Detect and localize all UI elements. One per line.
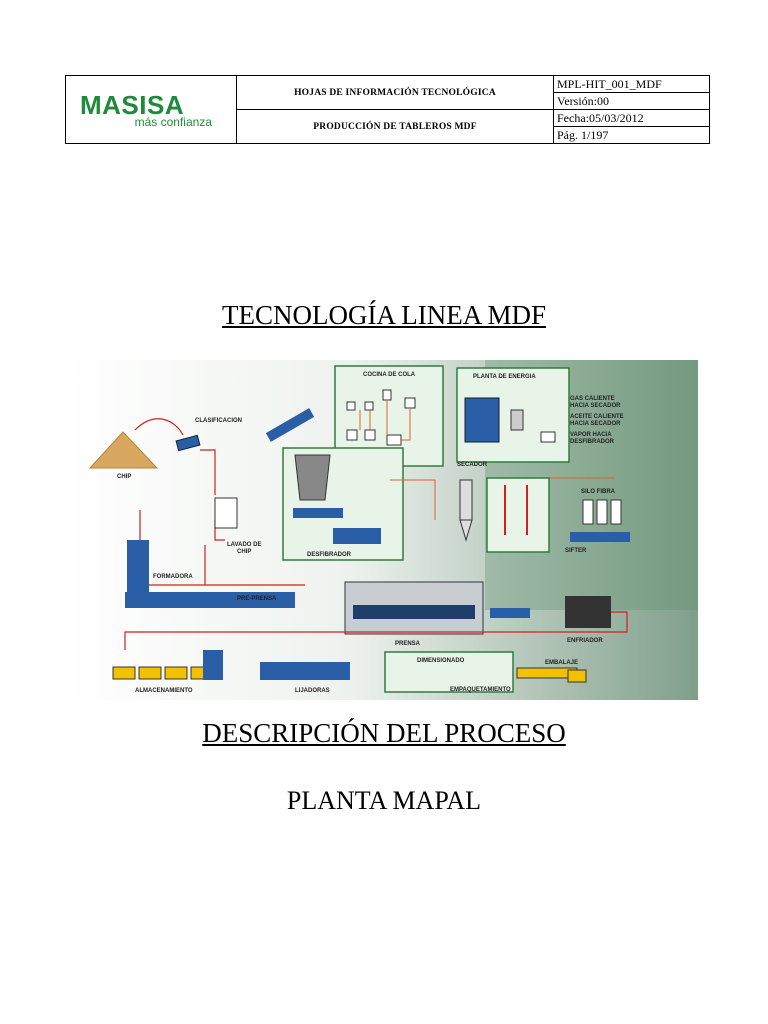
logo-tagline: más confianza — [134, 114, 212, 129]
sanding-line — [260, 662, 350, 680]
doc-page: Pág. 1/197 — [553, 126, 710, 144]
label-secador: SECADOR — [457, 462, 488, 468]
doc-version: Versión:00 — [553, 92, 710, 110]
label-aceite: ACEITE CALIENTE — [570, 414, 624, 420]
cocina-pipes — [359, 400, 411, 441]
forming-line — [125, 592, 295, 608]
document-header: MASISA más confianza HOJAS DE INFORMACIÓ… — [65, 75, 710, 144]
doc-code: MPL-HIT_001_MDF — [553, 75, 710, 93]
hopper — [294, 454, 331, 501]
process-diagram: COCINA DE COLA PLANTA DE ENERGIA GAS CAL… — [65, 360, 698, 700]
dimensionado-box — [384, 651, 514, 693]
label-gas2: HACIA SECADOR — [570, 403, 621, 409]
label-almacenamiento: ALMACENAMIENTO — [135, 688, 193, 694]
label-silo: SILO FIBRA — [581, 489, 616, 495]
label-lavado2: CHIP — [237, 549, 251, 555]
press-outfeed — [490, 608, 530, 618]
lavado-equipment — [214, 497, 238, 529]
doc-type: HOJAS DE INFORMACIÓN TECNOLÓGICA — [236, 75, 554, 110]
logo-wordmark: MASISA — [80, 89, 185, 120]
feed-screw — [293, 508, 343, 518]
cooler-flow — [124, 611, 628, 650]
gantry — [203, 650, 223, 680]
label-dimensionado: DIMENSIONADO — [417, 658, 465, 664]
classifier — [175, 434, 201, 452]
label-vapor: VAPOR HACIA — [570, 432, 612, 438]
label-gas: GAS CALIENTE — [570, 396, 615, 402]
description-title: DESCRIPCIÓN DEL PROCESO — [202, 718, 566, 748]
storage-stacks — [112, 666, 214, 680]
logo-cell: MASISA más confianza — [65, 75, 237, 144]
label-chip: CHIP — [117, 474, 131, 480]
heater — [510, 409, 524, 431]
formadora-tower — [127, 540, 149, 600]
label-lavado: LAVADO DE — [227, 542, 261, 548]
label-desfibrador: DESFIBRADOR — [307, 552, 352, 558]
forklift — [567, 669, 587, 683]
label-clasificacion: CLASIFICACION — [195, 418, 242, 424]
refiner — [333, 528, 381, 544]
vapor-unit — [540, 431, 556, 443]
prensa-bed — [353, 605, 475, 619]
doc-subject: PRODUCCIÓN DE TABLEROS MDF — [236, 109, 554, 144]
boiler — [464, 397, 500, 443]
label-aceite2: HACIA SECADOR — [570, 421, 621, 427]
doc-date: Fecha:05/03/2012 — [553, 109, 710, 127]
label-lijadoras: LIJADORAS — [295, 688, 330, 694]
cyclone — [459, 479, 473, 521]
dryer-ducts — [504, 485, 528, 535]
chip-pile — [88, 431, 159, 469]
label-empaquetamiento: EMPAQUETAMIENTO — [450, 687, 511, 693]
label-embalaje: EMBALAJE — [545, 660, 578, 666]
enfriador-wheel — [565, 596, 611, 628]
label-cocina: COCINA DE COLA — [363, 372, 416, 378]
masisa-logo: MASISA más confianza — [66, 92, 236, 128]
silo-group — [582, 499, 622, 525]
label-formadora: FORMADORA — [153, 574, 193, 580]
plant-title: PLANTA MAPAL — [286, 786, 482, 815]
label-planta: PLANTA DE ENERGIA — [473, 374, 536, 380]
secador-box — [486, 477, 550, 553]
sifter-unit — [570, 532, 630, 542]
label-preprensa: PRE-PRENSA — [237, 596, 277, 602]
label-sifter: SIFTER — [565, 548, 587, 554]
label-vapor2: DESFIBRADOR — [570, 439, 615, 445]
label-enfriador: ENFRIADOR — [567, 638, 603, 644]
main-title: TECNOLOGÍA LINEA MDF — [222, 300, 546, 330]
label-prensa: PRENSA — [395, 641, 421, 647]
conveyor — [265, 408, 315, 442]
cyclone-cone — [459, 519, 473, 542]
